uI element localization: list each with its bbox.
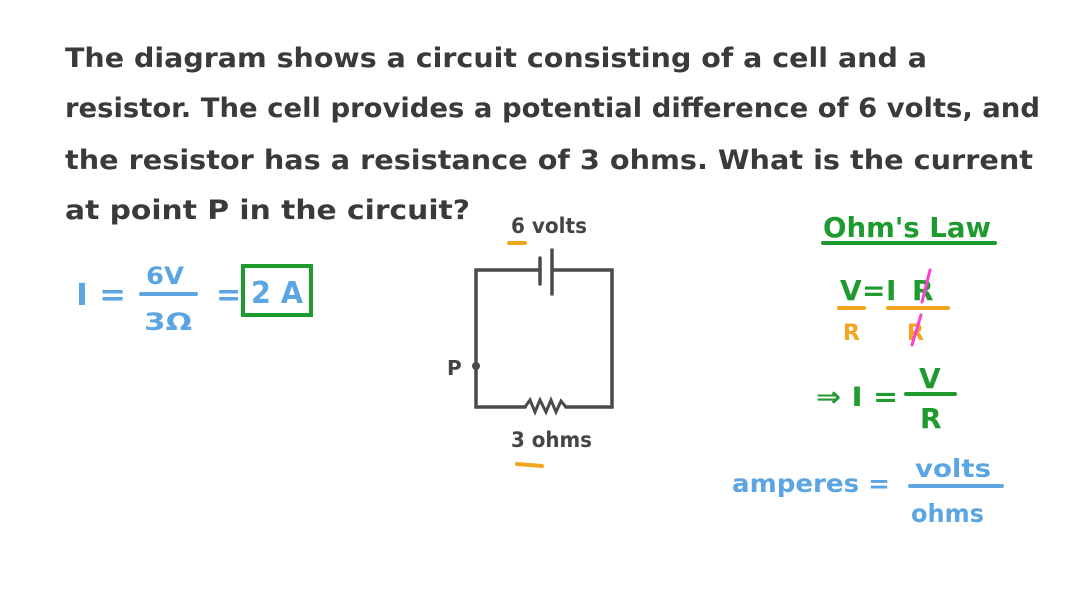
working-numerator: 6V bbox=[146, 262, 184, 290]
divide-left-r: R bbox=[843, 321, 860, 346]
rearranged-num: V bbox=[919, 362, 941, 395]
question-text: The diagram shows a circuit consisting o… bbox=[65, 43, 1040, 226]
question-line-2: resistor. The cell provides a potential … bbox=[65, 93, 1040, 124]
working: I = 6V 3Ω = 2 A bbox=[76, 262, 313, 336]
working-equals: = bbox=[216, 278, 241, 313]
units-lhs: amperes = bbox=[732, 469, 890, 498]
answer: 2 A bbox=[251, 276, 304, 311]
ohms-law-title: Ohm's Law bbox=[823, 211, 991, 244]
units-num: volts bbox=[915, 454, 991, 483]
eq-v: V bbox=[840, 274, 862, 307]
question-line-4: at point P in the circuit? bbox=[65, 195, 470, 226]
resistor-symbol bbox=[523, 396, 568, 416]
units-den: ohms bbox=[911, 499, 984, 528]
circuit-wire bbox=[474, 268, 614, 409]
rearranged-lhs: ⇒ I = bbox=[816, 382, 898, 413]
point-p-label: P bbox=[447, 356, 462, 380]
circuit-diagram: 6 volts P 3 ohms bbox=[447, 214, 614, 468]
cancel-stroke-bottom bbox=[910, 313, 923, 347]
answer-box bbox=[241, 264, 313, 317]
eq-equals: = bbox=[862, 274, 885, 307]
question-line-3: the resistor has a resistance of 3 ohms.… bbox=[65, 145, 1033, 176]
working-denominator: 3Ω bbox=[144, 308, 192, 336]
cell-label: 6 volts bbox=[511, 214, 587, 238]
ohms-law-panel: Ohm's Law V = I R R R ⇒ I = V R amperes … bbox=[732, 211, 1004, 528]
point-p-dot bbox=[472, 362, 480, 370]
eq-i: I bbox=[886, 274, 896, 307]
resistor-mark bbox=[515, 462, 544, 468]
working-lhs: I = bbox=[76, 278, 126, 313]
question-line-1: The diagram shows a circuit consisting o… bbox=[65, 43, 927, 74]
rearranged-den: R bbox=[920, 402, 942, 435]
cancel-stroke-top bbox=[920, 268, 932, 304]
resistor-label: 3 ohms bbox=[511, 428, 592, 452]
